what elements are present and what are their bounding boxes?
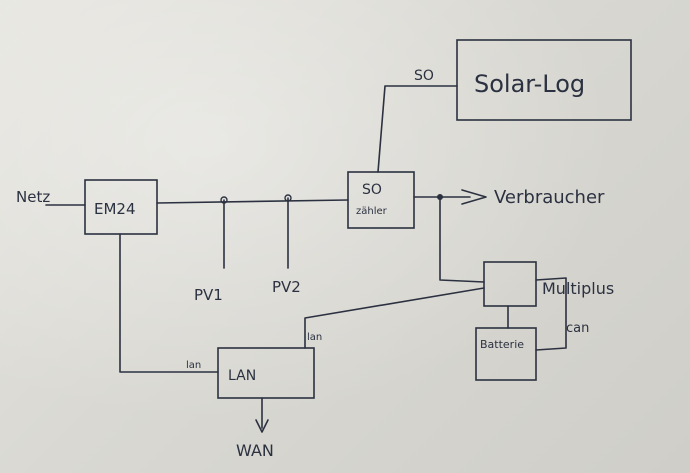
em24-label: EM24	[94, 200, 136, 218]
can-line	[535, 277, 567, 351]
s0-line	[377, 85, 458, 173]
verbraucher-junction	[437, 194, 443, 200]
s0-box-label-bottom: zähler	[356, 206, 388, 217]
can-edge-label: can	[566, 321, 589, 336]
lan-right-edge-label: lan	[307, 332, 322, 343]
batterie-box	[475, 327, 537, 381]
verbraucher-arrow	[461, 189, 487, 205]
verbraucher-label: Verbraucher	[494, 187, 605, 208]
batterie-label: Batterie	[480, 338, 524, 351]
wan-label: WAN	[236, 441, 274, 460]
solarlog-box	[456, 39, 632, 121]
s0-zaehler-box	[347, 171, 415, 229]
netz-label: Netz	[16, 188, 50, 206]
pv2-label: PV2	[272, 278, 301, 296]
lan-box-label: LAN	[228, 368, 256, 384]
s0-box-label-top: SO	[362, 182, 382, 198]
ac-out-line	[439, 196, 485, 283]
s0-edge-label: SO	[414, 68, 434, 84]
em24-lan-line	[119, 233, 219, 373]
em24-box	[84, 179, 158, 235]
pv1-label: PV1	[194, 286, 223, 304]
main-bus-line	[156, 199, 349, 204]
multiplus-box	[483, 261, 537, 307]
multiplus-lan-line	[304, 287, 485, 349]
wan-arrow	[255, 419, 269, 433]
lan-box	[217, 347, 315, 399]
solarlog-label: Solar-Log	[474, 70, 585, 98]
pv1-junction	[220, 196, 228, 204]
multiplus-label: Multiplus	[542, 279, 614, 298]
lan-left-edge-label: lan	[186, 360, 201, 371]
pv2-junction	[284, 194, 292, 202]
